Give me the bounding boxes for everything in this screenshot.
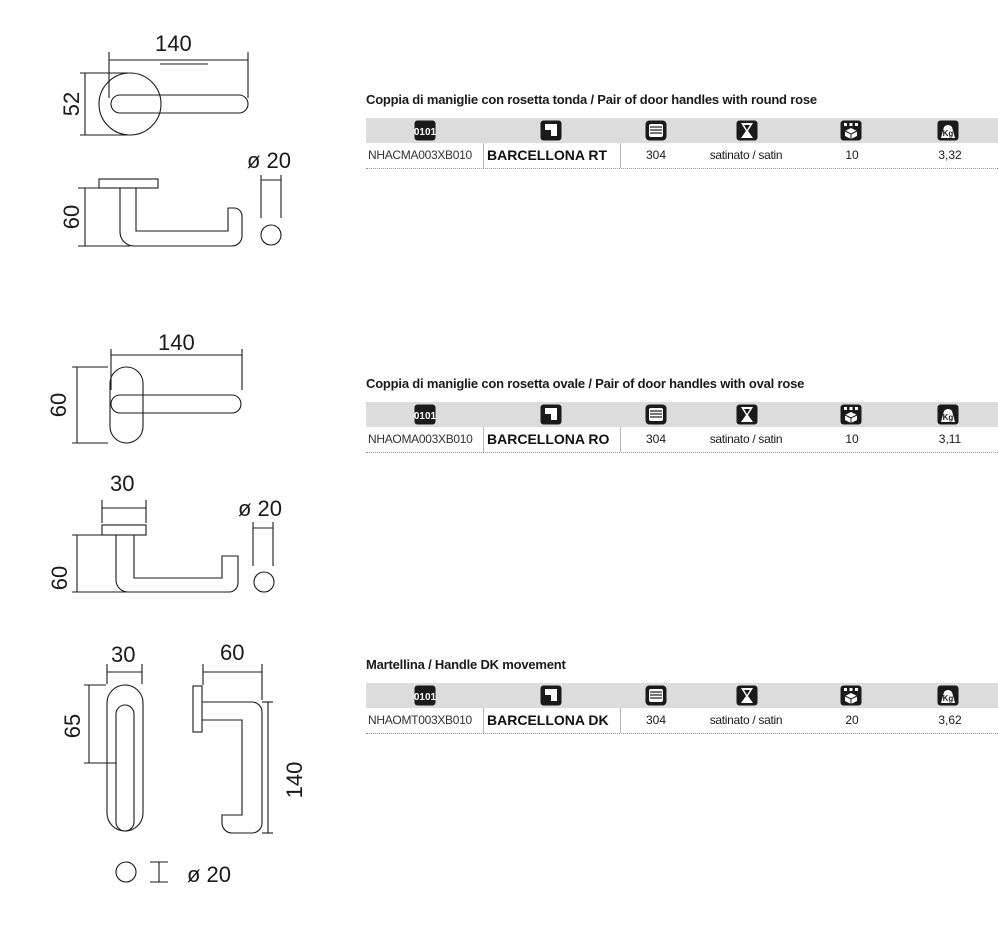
material-grid-icon xyxy=(645,120,667,141)
dim-depth-label: 30 xyxy=(110,471,134,496)
table-header: 0101 Kg xyxy=(366,118,998,143)
product-name: BARCELLONA RT xyxy=(487,147,608,163)
dim-rose-width-label: 30 xyxy=(111,642,135,667)
product-table: 0101 Kg NHAOMT003XB010 BARCELLONA DK 304 … xyxy=(366,683,998,734)
model-icon xyxy=(540,685,562,706)
weight-value: 3,32 xyxy=(938,148,962,162)
product-code: NHACMA003XB010 xyxy=(368,148,472,162)
quantity-value: 20 xyxy=(845,713,859,727)
product-code: NHAOMA003XB010 xyxy=(368,432,473,446)
svg-text:0101: 0101 xyxy=(414,411,436,422)
drawings-svg: 140 52 60 ø 20 140 60 30 60 ø 20 30 60 6… xyxy=(46,31,307,887)
weight-kg-icon: Kg xyxy=(937,404,959,425)
dim-diameter-label: ø 20 xyxy=(247,148,291,173)
oval-rose-side-view xyxy=(72,500,275,593)
dim-diameter-label: ø 20 xyxy=(238,496,282,521)
product-table: 0101 Kg NHAOMA003XB010 BARCELLONA RO 304 … xyxy=(366,402,998,453)
product-name: BARCELLONA DK xyxy=(487,712,609,728)
finish-value: satinato / satin xyxy=(709,713,783,727)
package-box-icon xyxy=(840,685,862,706)
round-rose-top-view xyxy=(80,52,249,136)
section-title: Martellina / Handle DK movement xyxy=(366,657,566,672)
package-box-icon xyxy=(840,404,862,425)
oval-rose-top-view xyxy=(72,349,243,444)
dim-rose-label: 60 xyxy=(46,393,71,417)
material-grid-icon xyxy=(645,404,667,425)
product-section-oval-rose: Coppia di maniglie con rosetta ovale / P… xyxy=(366,375,998,453)
material-value: 304 xyxy=(645,148,667,162)
dim-rose-label: 52 xyxy=(59,92,84,116)
binary-code-icon: 0101 xyxy=(414,120,436,141)
finish-value: satinato / satin xyxy=(709,432,783,446)
dk-handle-front-view xyxy=(84,664,144,832)
section-title: Coppia di maniglie con rosetta ovale / P… xyxy=(366,376,805,391)
svg-text:Kg: Kg xyxy=(943,129,954,138)
material-grid-icon xyxy=(645,685,667,706)
technical-drawings: 140 52 60 ø 20 140 60 30 60 ø 20 30 60 6… xyxy=(0,0,330,928)
table-row: NHAOMT003XB010 BARCELLONA DK 304 satinat… xyxy=(366,708,998,734)
dim-height-label: 60 xyxy=(47,566,72,590)
weight-kg-icon: Kg xyxy=(937,120,959,141)
svg-text:0101: 0101 xyxy=(414,692,436,703)
dim-height-label: 60 xyxy=(59,205,84,229)
weight-value: 3,11 xyxy=(938,432,962,446)
dim-diameter-label: ø 20 xyxy=(187,862,231,887)
table-header: 0101 Kg xyxy=(366,683,998,708)
model-icon xyxy=(540,120,562,141)
material-value: 304 xyxy=(645,432,667,446)
model-icon xyxy=(540,404,562,425)
product-name: BARCELLONA RO xyxy=(487,431,610,447)
dk-handle-side-view xyxy=(115,664,273,883)
finish-value: satinato / satin xyxy=(709,148,783,162)
svg-text:0101: 0101 xyxy=(414,127,436,138)
quantity-value: 10 xyxy=(845,432,859,446)
material-value: 304 xyxy=(645,713,667,727)
dim-width-label: 140 xyxy=(158,330,195,355)
product-section-dk-handle: Martellina / Handle DK movement 0101 Kg N… xyxy=(366,656,998,734)
binary-code-icon: 0101 xyxy=(414,685,436,706)
svg-text:Kg: Kg xyxy=(943,413,954,422)
finish-funnel-icon xyxy=(736,120,758,141)
binary-code-icon: 0101 xyxy=(414,404,436,425)
table-row: NHACMA003XB010 BARCELLONA RT 304 satinat… xyxy=(366,143,998,169)
dim-rose-height-label: 65 xyxy=(60,714,85,738)
product-code: NHAOMT003XB010 xyxy=(368,713,472,727)
dim-length-label: 140 xyxy=(282,762,307,799)
product-section-round-rose: Coppia di maniglie con rosetta tonda / P… xyxy=(366,91,998,169)
finish-funnel-icon xyxy=(736,685,758,706)
finish-funnel-icon xyxy=(736,404,758,425)
dim-width-label: 140 xyxy=(155,31,192,56)
quantity-value: 10 xyxy=(845,148,859,162)
svg-text:Kg: Kg xyxy=(943,694,954,703)
table-header: 0101 Kg xyxy=(366,402,998,427)
product-table: 0101 Kg NHACMA003XB010 BARCELLONA RT 304 … xyxy=(366,118,998,169)
dim-projection-label: 60 xyxy=(220,640,244,665)
weight-kg-icon: Kg xyxy=(937,685,959,706)
package-box-icon xyxy=(840,120,862,141)
weight-value: 3,62 xyxy=(938,713,962,727)
table-row: NHAOMA003XB010 BARCELLONA RO 304 satinat… xyxy=(366,427,998,453)
section-title: Coppia di maniglie con rosetta tonda / P… xyxy=(366,92,817,107)
round-rose-side-view xyxy=(78,175,282,247)
